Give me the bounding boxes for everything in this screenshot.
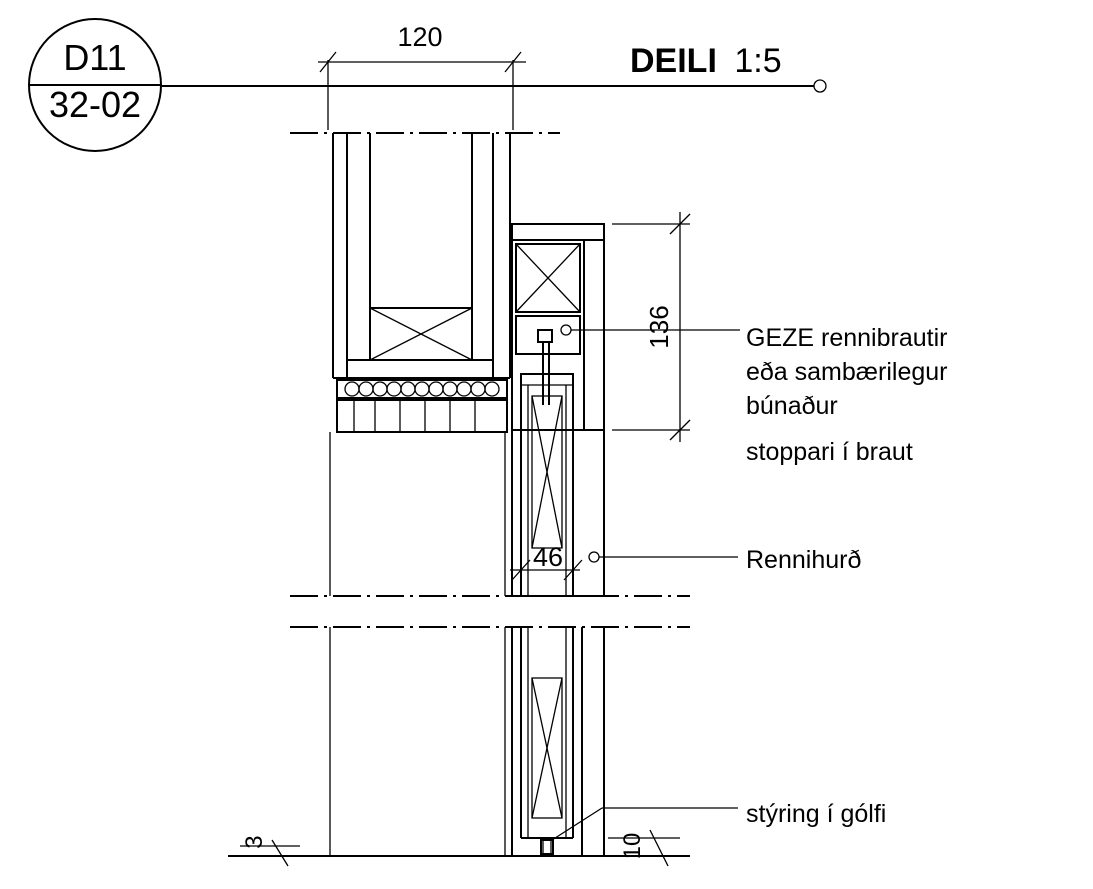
callout-rail-line4: stoppari í braut <box>746 438 913 466</box>
wall-stud <box>332 133 511 379</box>
dimension-10-label: 10 <box>619 833 646 860</box>
callout-sliding-door: Rennihurð <box>588 546 861 574</box>
dimension-left-gap: 3 <box>240 835 300 867</box>
detail-number: D11 <box>63 37 126 78</box>
rail-housing <box>511 223 605 597</box>
svg-text:DEILI 1:5: DEILI 1:5 <box>630 42 782 80</box>
detail-sheet: 32-02 <box>49 84 141 125</box>
slide-hanger <box>537 329 553 405</box>
title-block: DEILI 1:5 <box>160 42 827 93</box>
dimension-top-width: 120 <box>318 22 526 130</box>
floor-guide-pin <box>540 839 554 855</box>
door-leaf-lower <box>511 627 605 855</box>
title-text: DEILI <box>630 42 717 80</box>
dimension-46-label: 46 <box>533 542 563 572</box>
dimension-door-thickness: 46 <box>510 542 583 581</box>
dimension-floor-gap: 10 <box>608 829 680 867</box>
detail-tag: D11 32-02 <box>28 18 162 152</box>
callout-door-label: Rennihurð <box>746 546 861 574</box>
title-scale: 1:5 <box>734 42 781 80</box>
title-end-marker <box>813 79 827 93</box>
callout-floor-guide: stýring í gólfi <box>551 800 886 841</box>
insulation-strip <box>336 379 508 399</box>
ceiling-tiles <box>336 399 508 433</box>
dimension-rail-height: 136 <box>612 212 691 442</box>
callout-rail-line2: eða sambærilegur <box>746 358 948 386</box>
door-leaf-upper <box>520 373 574 597</box>
dimension-120-label: 120 <box>397 22 442 52</box>
callout-slide-rail: GEZE rennibrautir eða sambærilegur búnað… <box>560 324 948 466</box>
dimension-136-label: 136 <box>644 305 674 348</box>
callout-rail-line3: búnaður <box>746 392 838 420</box>
callout-rail-line1: GEZE rennibrautir <box>746 324 947 352</box>
dimension-3-label: 3 <box>241 835 268 848</box>
callout-floor-guide-label: stýring í gólfi <box>746 800 886 828</box>
